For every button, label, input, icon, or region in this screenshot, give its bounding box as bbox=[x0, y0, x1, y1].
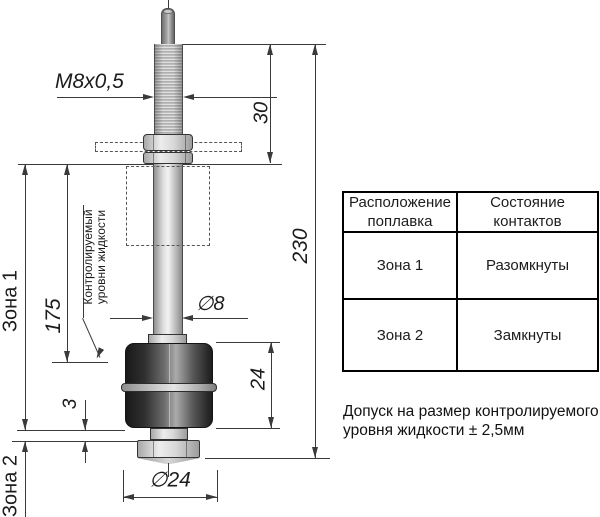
dim-line-dia8-left bbox=[110, 318, 143, 319]
nut-facet-line bbox=[153, 441, 154, 457]
extension-line-dia24-right bbox=[217, 470, 218, 502]
mounting-plane-line-left bbox=[18, 164, 153, 165]
centerline-top bbox=[168, 0, 169, 8]
tolerance-note-line2: уровня жидкости ± 2,5мм bbox=[343, 422, 525, 439]
zone1-span-line bbox=[25, 164, 26, 430]
arrowhead-up bbox=[266, 44, 273, 55]
arrowhead-right bbox=[142, 314, 153, 321]
mounting-nut-upper bbox=[143, 134, 193, 151]
arrowhead-left bbox=[183, 93, 194, 100]
table-cell-zone1: Зона 1 bbox=[344, 233, 458, 300]
controlled-level-note-line2: уровни жидкости bbox=[94, 209, 108, 305]
nut-facet-line bbox=[185, 135, 186, 150]
nut-facet-line bbox=[186, 441, 187, 457]
extension-line-float-bottom bbox=[216, 428, 280, 429]
dim-line-dia8-right bbox=[193, 318, 248, 319]
arrowhead-up bbox=[63, 164, 70, 175]
thread-shading bbox=[155, 44, 182, 134]
zone1-lower-boundary-line bbox=[17, 430, 125, 431]
dim-line-dia24 bbox=[123, 497, 217, 498]
liquid-level-line bbox=[52, 362, 108, 363]
arrowhead-down bbox=[81, 419, 88, 430]
table-header-float-position: Расположение поплавка bbox=[344, 193, 458, 233]
dim-line-230 bbox=[315, 44, 316, 458]
dim-line-175 bbox=[67, 164, 68, 362]
float-stop-collar-bottom bbox=[150, 428, 188, 440]
cable-end-cap bbox=[163, 9, 173, 14]
arrowhead-up bbox=[21, 164, 28, 175]
arrowhead-down bbox=[21, 419, 28, 430]
arrowhead-up bbox=[21, 441, 28, 452]
header-line: контактов bbox=[493, 213, 562, 230]
nut-facet-line bbox=[185, 153, 186, 163]
bottom-hex-nut-chamfer bbox=[137, 458, 200, 464]
arrowhead-left bbox=[182, 314, 193, 321]
dim-line-m8-right bbox=[194, 97, 277, 98]
extension-line-thread-top bbox=[183, 44, 326, 45]
header-line: Состояние bbox=[490, 194, 565, 211]
mounting-nut-lower bbox=[143, 152, 193, 164]
zone2-span-line bbox=[25, 441, 26, 517]
dim-line-24 bbox=[271, 342, 272, 428]
tolerance-note: Допуск на размер контролируемого уровня … bbox=[343, 402, 599, 440]
dia-24-label: ∅24 bbox=[149, 468, 191, 492]
arrowhead-up bbox=[311, 44, 318, 55]
dim-line-3-upper bbox=[85, 400, 86, 430]
arrowhead-up bbox=[81, 441, 88, 452]
mounting-plane-line-right bbox=[183, 164, 282, 165]
leader-underline bbox=[83, 205, 84, 318]
table-header-contacts-state: Состояние контактов bbox=[458, 193, 597, 233]
stem-rod bbox=[153, 164, 183, 343]
table-cell-zone1-state: Разомкнуты bbox=[458, 233, 597, 300]
nut-facet-line bbox=[153, 153, 154, 163]
tolerance-note-line1: Допуск на размер контролируемого bbox=[343, 403, 599, 420]
dim-230-label: 230 bbox=[289, 228, 312, 264]
arrowhead-right bbox=[143, 93, 154, 100]
controlled-level-note: Контролируемый уровни жидкости bbox=[81, 209, 108, 305]
dim-line-3-lower bbox=[85, 441, 86, 463]
centerline-bottom bbox=[168, 463, 169, 477]
float-upper-position-dashed bbox=[126, 166, 210, 246]
dim-line-m8-left bbox=[57, 97, 143, 98]
contacts-state-table: Расположение поплавка Состояние контакто… bbox=[342, 191, 599, 372]
dia-8-label: ∅8 bbox=[196, 293, 225, 315]
extension-line-float-top bbox=[216, 342, 280, 343]
zone2-label: Зона 2 bbox=[0, 454, 22, 517]
dim-175-label: 175 bbox=[42, 298, 65, 334]
arrowhead-up bbox=[267, 342, 274, 353]
arrowhead-down bbox=[266, 152, 273, 163]
table-cell-zone2: Зона 2 bbox=[344, 300, 458, 370]
arrowhead-left bbox=[123, 493, 134, 500]
threaded-stem bbox=[154, 44, 183, 134]
zone1-label: Зона 1 bbox=[0, 269, 22, 333]
arrowhead-down bbox=[311, 447, 318, 458]
dim-30-label: 30 bbox=[250, 101, 273, 125]
zone2-upper-boundary-line bbox=[12, 441, 137, 442]
dim-line-30 bbox=[270, 44, 271, 163]
dim-24-label: 24 bbox=[247, 367, 270, 391]
thread-size-label: M8x0,5 bbox=[55, 70, 124, 93]
arrowhead-right bbox=[206, 493, 217, 500]
header-line: Расположение bbox=[349, 194, 451, 211]
float-band bbox=[121, 383, 217, 392]
header-line: поплавка bbox=[367, 213, 433, 230]
arrowhead-down bbox=[267, 417, 274, 428]
nut-facet-line bbox=[153, 135, 154, 150]
table-cell-zone2-state: Замкнуты bbox=[493, 326, 562, 344]
bottom-hex-nut bbox=[137, 440, 200, 458]
extension-line-nut-bottom bbox=[205, 458, 330, 459]
dim-3-label: 3 bbox=[60, 398, 81, 410]
arrowhead-down bbox=[63, 351, 70, 362]
extension-line-dia24-left bbox=[123, 470, 124, 502]
